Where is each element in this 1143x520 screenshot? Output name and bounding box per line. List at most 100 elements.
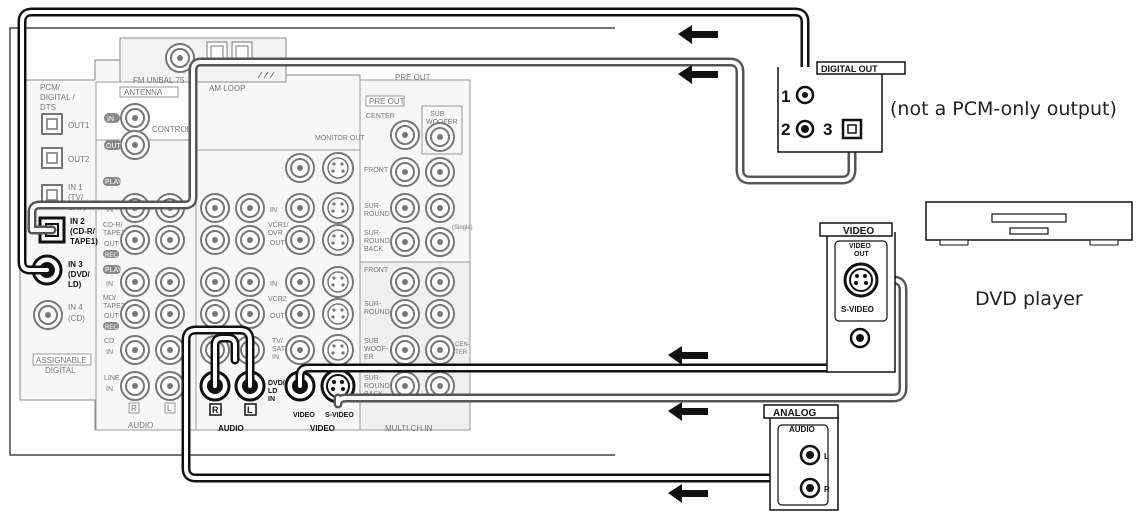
- svg-text:IN: IN: [106, 349, 113, 356]
- pcm-note: (not a PCM-only output): [890, 98, 1117, 120]
- svg-text:DVD/: DVD/: [268, 380, 285, 387]
- svg-text:IN: IN: [268, 396, 275, 403]
- svg-text:LINE: LINE: [104, 375, 120, 382]
- svg-text:TER: TER: [455, 350, 468, 356]
- arrow-coaxial: [678, 25, 718, 44]
- svg-text:SUR-: SUR-: [364, 301, 382, 308]
- s-video-out-jack: [843, 262, 879, 298]
- analog-title: ANALOG: [773, 408, 817, 419]
- svg-text:ASSIGNABLE: ASSIGNABLE: [36, 356, 87, 365]
- svg-text:(CD-R/: (CD-R/: [70, 227, 96, 236]
- svg-text:WOOF-: WOOF-: [364, 346, 389, 353]
- svg-text:CD-R/: CD-R/: [103, 222, 122, 229]
- svg-text:DIGITAL: DIGITAL: [45, 366, 76, 375]
- svg-text:VIDEO: VIDEO: [293, 412, 315, 419]
- audio-bold-label: AUDIO: [218, 424, 244, 433]
- svg-text:OUT2: OUT2: [68, 155, 90, 164]
- svg-text:SAT: SAT: [272, 346, 286, 353]
- arrow-optical: [678, 65, 718, 84]
- optical-out2-jack: [41, 147, 63, 169]
- svg-text:OUT1: OUT1: [68, 121, 90, 130]
- svg-text:S-VIDEO: S-VIDEO: [841, 305, 874, 314]
- optical-out-jack: [841, 118, 863, 140]
- svg-text:IN: IN: [106, 281, 113, 288]
- video-title: VIDEO: [843, 226, 874, 237]
- svg-text:IN 2: IN 2: [70, 217, 85, 226]
- pre-out-section: PRE OUT PRE OUT CENTER SUB WOOFER FRONT …: [359, 73, 473, 433]
- svg-text:IN 3: IN 3: [68, 260, 83, 269]
- svg-text:DIGITAL /: DIGITAL /: [40, 93, 75, 102]
- svg-text:CENTER: CENTER: [366, 113, 395, 120]
- control-label: CONTROL: [152, 125, 192, 134]
- video-inputs: MONITOR OUT IN VCR1/ DVR OUT IN VCR2 OUT…: [268, 135, 365, 433]
- svg-text:FRONT: FRONT: [364, 267, 389, 274]
- svg-text:IN: IN: [270, 281, 277, 288]
- svg-text:REC: REC: [105, 325, 118, 331]
- audio-inputs: PLAY IN CD-R/ TAPE1 OUT REC PLAY IN MD/ …: [103, 177, 265, 430]
- svg-text:L: L: [167, 404, 172, 413]
- svg-text:OUT: OUT: [106, 143, 122, 150]
- svg-text:(DVD/: (DVD/: [68, 270, 91, 279]
- svg-text:VIDEO: VIDEO: [849, 243, 871, 250]
- svg-text:R: R: [131, 404, 137, 413]
- dvd-player-label: DVD player: [975, 288, 1083, 310]
- svg-text:IN: IN: [270, 207, 277, 214]
- svg-text:SUB: SUB: [430, 111, 445, 118]
- svg-text:(TV/: (TV/: [68, 193, 84, 202]
- am-loop-label: AM LOOP: [209, 84, 245, 93]
- arrow-video: [668, 346, 708, 365]
- svg-text:VCR1/: VCR1/: [268, 222, 289, 229]
- dvd-player-device: [925, 201, 1133, 246]
- jack-1-label: 1: [781, 87, 790, 106]
- svg-text:TAPE2: TAPE2: [103, 303, 125, 310]
- svg-text:OUT: OUT: [854, 251, 870, 258]
- svg-text:TV/: TV/: [272, 338, 283, 345]
- svg-text:IN: IN: [106, 386, 113, 393]
- svg-text:S-VIDEO: S-VIDEO: [325, 412, 354, 419]
- antenna-label: ANTENNA: [124, 88, 163, 97]
- svg-text:LD): LD): [68, 280, 82, 289]
- coaxial-in4-jack: [33, 300, 63, 330]
- svg-text:DVR: DVR: [268, 230, 283, 237]
- svg-text:MD/: MD/: [103, 295, 116, 302]
- svg-text:R: R: [212, 405, 219, 415]
- svg-text:L: L: [247, 405, 253, 415]
- digital-out-title: DIGITAL OUT: [821, 64, 878, 74]
- signal-arrows: [668, 25, 718, 503]
- svg-text:IN 4: IN 4: [68, 303, 83, 312]
- pre-out-label: PRE OUT: [395, 73, 431, 82]
- svg-text:ROUND: ROUND: [364, 383, 390, 390]
- svg-text:VCR2: VCR2: [268, 296, 287, 303]
- svg-text:PLAY: PLAY: [105, 267, 123, 274]
- svg-text:SUB: SUB: [364, 338, 379, 345]
- svg-text:CD: CD: [104, 338, 114, 345]
- svg-text:FRONT: FRONT: [364, 167, 389, 174]
- svg-text:DTS: DTS: [40, 103, 56, 112]
- svg-text:PRE OUT: PRE OUT: [369, 97, 405, 106]
- control-in-jack: [120, 103, 150, 133]
- svg-text:ROUND: ROUND: [364, 309, 390, 316]
- dvd-digital-out-panel: DIGITAL OUT 1 2 3: [777, 61, 906, 153]
- svg-text:SUR-: SUR-: [364, 203, 382, 210]
- svg-text:OUT: OUT: [270, 240, 286, 247]
- svg-text:ER: ER: [364, 354, 374, 361]
- dvd-video-panel: VIDEO VIDEO OUT S-VIDEO: [819, 222, 896, 373]
- svg-text:IN: IN: [107, 116, 114, 123]
- svg-text:(CD): (CD): [68, 314, 85, 323]
- svg-text:IN 1: IN 1: [68, 183, 83, 192]
- arrow-svideo: [668, 402, 708, 421]
- svg-text:LD: LD: [268, 388, 277, 395]
- svg-text:CEN-: CEN-: [455, 342, 470, 348]
- svg-text:SUR-: SUR-: [364, 230, 382, 237]
- svg-text:BACK: BACK: [364, 246, 383, 253]
- control-out-jack: [120, 130, 150, 160]
- svg-text:(Single): (Single): [452, 225, 473, 231]
- fm-unbal-label: FM UNBAL 75: [133, 76, 185, 85]
- arrow-audio: [668, 484, 708, 503]
- svg-text:ROUND: ROUND: [364, 211, 390, 218]
- svg-text:TAPE1): TAPE1): [70, 237, 98, 246]
- svg-text:REC: REC: [105, 253, 118, 259]
- svg-text:L: L: [824, 452, 829, 461]
- svg-text:TAPE1: TAPE1: [103, 230, 125, 237]
- svg-text:IN: IN: [272, 354, 279, 361]
